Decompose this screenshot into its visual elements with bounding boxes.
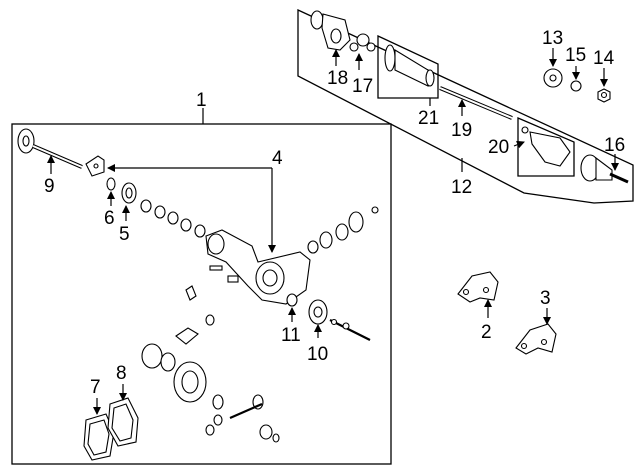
part-7-cover-gasket [83,413,115,461]
part-2-bracket [457,271,499,303]
callout-3: 3 [540,288,551,309]
part-16-outer-cv-joint [580,154,629,184]
bearing-ring-row [140,199,206,238]
callout-16: 16 [604,135,625,156]
part-19-axle-shaft [439,86,513,120]
carrier [141,343,176,372]
differential-assembly-frame [11,123,392,465]
part-6-washer [106,177,116,191]
differential-housing [205,229,311,305]
part-13-washer [543,68,563,88]
part-10-pinion-flange [308,299,371,341]
callout-9: 9 [44,176,55,197]
callout-11: 11 [281,325,301,346]
callout-1: 1 [196,90,207,111]
callout-6: 6 [104,208,115,229]
callout-8: 8 [116,363,127,384]
callout-5: 5 [119,224,130,245]
part-5-bearing [121,182,137,204]
callout-13: 13 [542,28,563,49]
callout-14: 14 [593,48,615,69]
callout-20: 20 [488,137,509,158]
part-3-bracket [515,323,557,355]
cv-axle-frame [297,8,634,204]
leader-20 [513,140,525,149]
housing-bolts [185,265,239,301]
part-9-axle-shaft [17,128,83,169]
callout-12: 12 [451,177,472,198]
callout-4: 4 [272,148,283,169]
callout-17: 17 [352,76,373,97]
ring-gear [173,361,207,403]
housing-right-rings [307,206,379,254]
part-20-boot-kit-box [517,117,575,177]
side-gears [205,394,280,443]
part-15-spacer [570,80,582,92]
part-21-inner-boot [384,44,435,87]
part-20-outer-boot [521,126,571,167]
callout-18: 18 [327,68,348,89]
part-11-washer [286,293,298,307]
callout-2: 2 [481,322,492,343]
pinion-gear [175,314,215,345]
callout-10: 10 [307,344,328,365]
part-axle-bracket [85,155,105,177]
part-18-inner-cv-housing [310,10,351,51]
callout-19: 19 [451,120,472,141]
part-14-nut [597,88,611,103]
callout-7: 7 [90,377,101,398]
part-21-boot-kit-box [377,34,439,99]
callout-21: 21 [418,108,439,129]
part-8-differential-cover [107,397,139,447]
part-17-tripod [349,33,376,52]
callout-15: 15 [565,45,586,66]
